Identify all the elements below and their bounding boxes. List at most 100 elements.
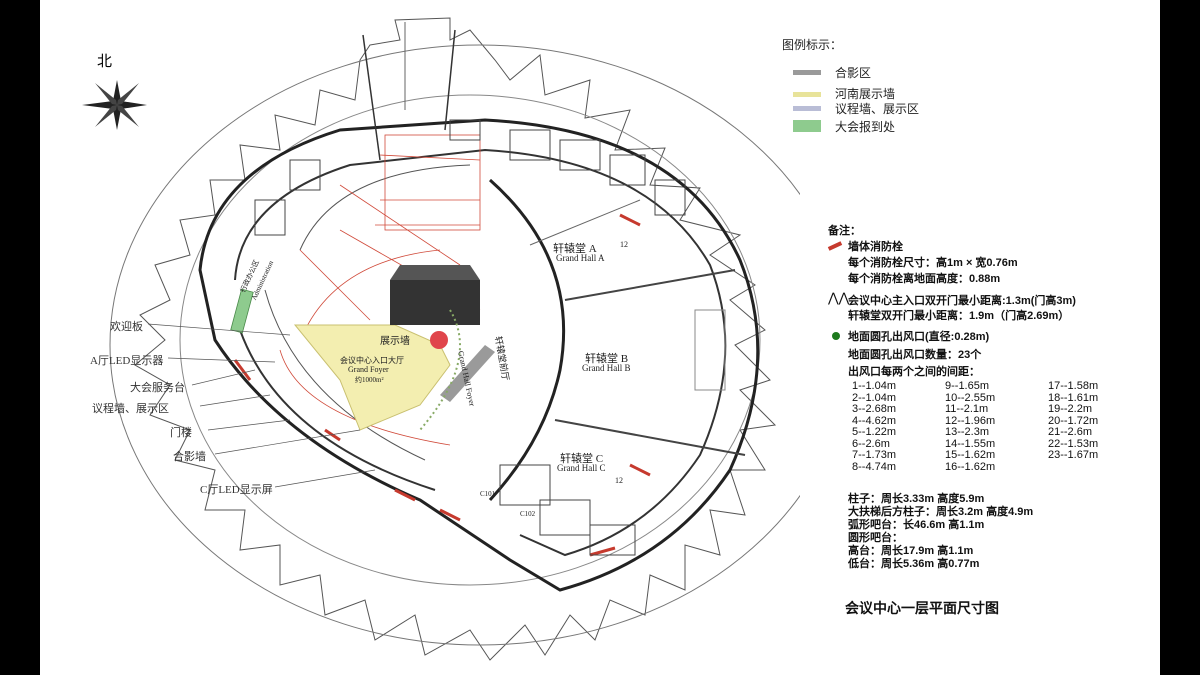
vent-spacing-entry: 10--2.55m: [945, 391, 996, 404]
vent-spacing-entry: 8--4.74m: [852, 460, 897, 473]
notes-heading: 备注：: [828, 225, 861, 237]
corridor-arc: [264, 289, 426, 461]
building-inner-wall: [234, 148, 727, 557]
callout-agenda-wall: 议程墙、展示区: [92, 403, 169, 415]
hall-c-cn: 轩辕堂 C: [560, 453, 604, 465]
staircase-top: [390, 265, 480, 280]
vent-spacing-entry: 19--2.2m: [1048, 403, 1093, 415]
hall-b-stage: [694, 309, 726, 391]
escalator: [440, 345, 495, 402]
notes-door-line2: 轩辕堂双开门最小距离：1.9m（门高2.69m）: [848, 310, 1070, 322]
vent-spacing-entry: 13--2.3m: [945, 426, 990, 438]
hydrant-legend-icon: [827, 241, 843, 251]
room-partitions: [254, 119, 686, 556]
vent-spacing-entry: 6--2.6m: [852, 437, 890, 450]
hall-a-number: 12: [620, 240, 628, 249]
notes-bar3: 高台：周长17.9m 高1.1m: [848, 545, 974, 557]
entrance-corridor-left: [362, 34, 381, 161]
callout-hall-a-led: A厅LED显示器: [90, 355, 164, 367]
round-bar-marker: [430, 331, 448, 349]
north-label: 北: [97, 52, 113, 70]
hall-a-cn: 轩辕堂 A: [553, 243, 597, 255]
legend-label-agenda-wall: 议程墙、展示区: [835, 102, 920, 116]
vent-spacing-entry: 18--1.61m: [1048, 391, 1099, 404]
notes-pillar2: 大扶梯后方柱子：周长3.2m 高度4.9m: [848, 506, 1034, 518]
building-outer-wall: [198, 118, 760, 592]
inner-ellipse: [179, 94, 761, 586]
vent-spacing-entry: 5--1.22m: [852, 426, 897, 438]
vent-spacing-entry: 16--1.62m: [945, 460, 996, 473]
foyer-arc-dotted: [419, 309, 461, 431]
vent-spacing-entry: 15--1.62m: [945, 449, 996, 461]
hall-c-en: Grand Hall C: [557, 463, 606, 473]
display-wall-label: 展示墙: [380, 336, 410, 347]
vent-spacing-entry: 12--1.96m: [945, 414, 996, 427]
room-c102: C102: [520, 510, 536, 518]
callout-service-desk: 大会服务台: [130, 382, 185, 394]
vent-spacing-entry: 11--2.1m: [945, 403, 989, 415]
hall-inner-arc: [488, 178, 566, 502]
outer-roof-edge: [134, 17, 777, 661]
staircase: [390, 280, 480, 325]
vent-spacing-entry: 1--1.04m: [852, 380, 897, 392]
vent-spacing-entry: 23--1.67m: [1048, 449, 1099, 461]
entrance-corridor-right: [444, 29, 456, 131]
floor-plan-drawing: [82, 17, 800, 661]
foyer-outer-arc: [239, 329, 436, 491]
legend-label-photo-area: 合影区: [835, 66, 872, 80]
notes-bar2: 圆形吧台：: [848, 532, 903, 544]
legend-swatch-registration: [793, 120, 821, 132]
room-c101: C101: [480, 490, 496, 498]
vent-spacing-entry: 17--1.58m: [1048, 380, 1099, 392]
corridor-arc-2: [299, 164, 471, 251]
floor-plan-page: 北 轩辕堂 A Grand Hall A 轩辕堂 B Grand Hall B …: [40, 0, 1160, 675]
vent-spacing-entry: 2--1.04m: [852, 391, 897, 404]
fire-hydrants: [233, 213, 651, 557]
legend-title: 图例标示：: [782, 38, 843, 52]
legend-swatch-agenda-wall: [793, 106, 821, 111]
door-icon: ⋀⋀: [828, 290, 850, 305]
notes-pillar1: 柱子：周长3.33m 高度5.9m: [848, 493, 985, 505]
notes-vent-line2: 地面圆孔出风口数量：23个: [848, 349, 982, 361]
foyer-en: Grand Foyer: [348, 365, 389, 374]
hall-b-cn: 轩辕堂 B: [585, 353, 629, 365]
foyer-cn: 会议中心入口大厅: [340, 356, 404, 365]
notes-bar4: 低台：周长5.36m 高0.77m: [848, 558, 980, 570]
notes-hydrant-label: 墙体消防栓: [848, 241, 903, 253]
outer-ellipse: [109, 44, 800, 646]
drawing-caption: 会议中心一层平面尺寸图: [845, 601, 999, 617]
henan-display-wall-area: [293, 324, 451, 431]
vent-spacing-entry: 14--1.55m: [945, 437, 996, 450]
notes-bar1: 弧形吧台：长46.6m 高1.1m: [848, 519, 985, 531]
hall-a-en: Grand Hall A: [556, 253, 605, 263]
notes-hydrant-size: 每个消防栓尺寸：高1m × 宽0.76m: [848, 257, 1018, 269]
foyer-area: 约1000m²: [355, 376, 384, 384]
vent-spacing-entry: 22--1.53m: [1048, 437, 1099, 450]
legend-swatch-photo-area: [793, 70, 821, 75]
compass-rose-icon: [82, 80, 147, 130]
callout-hall-c-led: C厅LED显示屏: [200, 484, 273, 496]
vent-spacing-entry: 4--4.62m: [852, 414, 897, 427]
callout-photo-wall: 合影墙: [173, 451, 206, 463]
callout-gate: 门楼: [170, 427, 192, 439]
vent-legend-icon: [832, 332, 840, 340]
vent-spacing-entry: 21--2.6m: [1048, 426, 1093, 438]
callout-leaders: [147, 323, 376, 488]
hall-c-number: 12: [615, 476, 623, 485]
legend-swatch-henan-wall: [793, 92, 821, 97]
vent-spacing-entry: 9--1.65m: [945, 380, 990, 392]
hall-a-wall: [529, 199, 641, 246]
hall-divider-bc: [554, 419, 746, 456]
vent-spacing-entry: 20--1.72m: [1048, 414, 1099, 427]
vent-spacing-entry: 3--2.68m: [852, 403, 897, 415]
hall-b-en: Grand Hall B: [582, 363, 631, 373]
notes-vent-line3: 出风口每两个之间的间距：: [848, 366, 980, 378]
notes-door-line1: 会议中心主入口双开门最小距离:1.3m(门高3m): [848, 295, 1076, 307]
notes-hydrant-height: 每个消防栓离地面高度：0.88m: [848, 273, 1001, 285]
notes-vent-line1: 地面圆孔出风口(直径:0.28m): [848, 331, 990, 343]
dimension-lines: [279, 134, 481, 446]
registration-desk: [230, 288, 254, 334]
legend-label-henan-wall: 河南展示墙: [835, 87, 896, 101]
callout-welcome-board: 欢迎板: [110, 321, 143, 333]
hall-divider-ab: [564, 269, 736, 301]
